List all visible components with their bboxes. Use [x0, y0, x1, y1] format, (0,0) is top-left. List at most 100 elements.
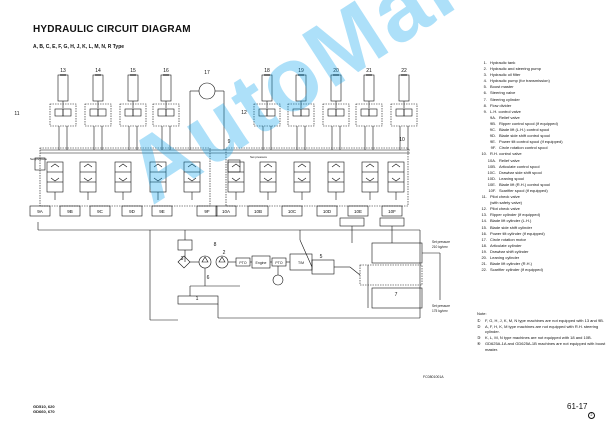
control-spool [46, 161, 64, 193]
flow-arrow [153, 177, 163, 182]
cylinder-label: 22 [401, 68, 407, 74]
pto-label: PTO [239, 261, 246, 265]
legend-item: 16.Power tilt cylinder (if equipped) [477, 231, 607, 237]
spool-label: 10B [254, 209, 262, 214]
callout-11: 11 [14, 111, 19, 117]
legend-item-number: 9C. [489, 127, 496, 133]
spool-label-box [247, 205, 269, 217]
legend-item-number: 9E. [489, 139, 496, 145]
spool-label: 10C [288, 209, 297, 214]
steering-valve-upper [371, 242, 423, 264]
steering-valve-lower [371, 287, 423, 309]
callout-5: 5 [320, 254, 323, 260]
pilot-check-valve [355, 103, 383, 127]
legend-item: 20.Leaning cylinder [477, 255, 607, 261]
legend-item-number: 10B. [487, 163, 496, 169]
note-text: K, L, M, N type machines are not equippe… [485, 335, 592, 341]
legend-item-number: 9F. [490, 145, 496, 151]
callout-6: 6 [207, 275, 210, 281]
callout-9: 9 [228, 139, 231, 145]
legend-item-number: 11. [481, 194, 487, 200]
callout-10: 10 [399, 137, 405, 143]
legend-item: 10F.Scarifier spool (if equipped) [477, 188, 607, 194]
legend-item: 10B.Articulate control spool [477, 164, 607, 170]
legend-item: 9D.Blade side shift control spool [477, 133, 607, 139]
legend-item-text: Blade lift cylinder (L.H.) [490, 218, 532, 224]
valve-element [89, 108, 99, 117]
legend-item-number: 16. [481, 230, 487, 236]
legend-item-text: Ripper cylinder (if equipped) [490, 212, 541, 218]
legend-item-text: Relief valve [499, 114, 520, 120]
legend-item-number: 4. [483, 78, 487, 84]
legend-item-number: 13. [481, 212, 487, 218]
valve-element [62, 108, 72, 117]
legend-item-text: Circle rotation motor [490, 236, 527, 242]
legend-item-text: Power tilt control spool (if equipped) [499, 139, 563, 145]
valve-element [165, 108, 175, 117]
spool-label: 9D [129, 209, 136, 214]
legend-item-text: Blade lift (L.H.) control spool [499, 127, 550, 133]
transmission-pump [272, 274, 284, 286]
cylinder-label: 19 [298, 68, 304, 74]
valve-element [266, 108, 276, 117]
legend-item-number: 9D. [489, 133, 496, 139]
steering-valve [359, 264, 423, 286]
spool-label: 9C [97, 209, 104, 214]
control-spool [293, 161, 311, 193]
pilot-check-valve [253, 103, 281, 127]
flow-arrow [187, 163, 197, 168]
flow-arrow [365, 177, 375, 182]
legend-item-number: 1. [483, 60, 487, 65]
legend-item-text: Steering valve [490, 90, 516, 96]
spool-label-box [196, 205, 218, 217]
note-text: F, G, H, J, K, M, N type machines are no… [485, 317, 604, 323]
flow-arrow [263, 177, 273, 182]
set-pressure-label: Set pressure [30, 157, 47, 161]
flow-arrow [365, 163, 375, 168]
spool-label-box [316, 205, 338, 217]
legend-item-text: R.H. control valve [490, 151, 522, 157]
legend-item-text: Articulate cylinder [490, 242, 522, 248]
valve-element [54, 108, 64, 117]
legend-item: 4.Hydraulic pump (for transmission) [477, 78, 607, 84]
flow-arrow [331, 177, 341, 182]
flow-arrow [118, 177, 128, 182]
cylinder-label: 13 [60, 68, 66, 74]
control-spool [114, 161, 132, 193]
note-marker: ① [477, 317, 481, 323]
page-circle-number: 2 [588, 412, 595, 419]
valve-element [258, 108, 268, 117]
lh-control-valve [39, 147, 211, 207]
legend-item: 9F.Circle rotation control spool [477, 145, 607, 151]
control-spool [227, 161, 245, 193]
legend-item-text: Relief valve [499, 157, 520, 163]
valve-element [403, 108, 413, 117]
legend-item-number: 21. [481, 261, 487, 267]
legend-item: 6.Steering valve [477, 90, 607, 96]
flow-arrow [391, 177, 401, 182]
cylinder-body [57, 74, 69, 102]
spool-label: 9F [204, 209, 210, 214]
legend-item: 13.Ripper cylinder (if equipped) [477, 212, 607, 218]
valve-element [157, 108, 167, 117]
legend-item: 9E.Power tilt control spool (if equipped… [477, 139, 607, 145]
cylinder-body [127, 74, 139, 102]
valve-element [360, 108, 370, 117]
legend-item-number: 10F. [488, 187, 496, 193]
legend-item-text: Leaning cylinder [490, 255, 520, 260]
flow-arrow [50, 163, 60, 168]
legend-item-number: 22. [481, 267, 487, 273]
flow-arrow [153, 163, 163, 168]
relief-valve [34, 157, 46, 171]
legend-item-number: 17. [481, 236, 487, 242]
legend-item-text: Hydraulic oil filter [490, 72, 521, 78]
legend-item-text: (with safety valve) [490, 200, 523, 206]
legend-item-number: 20. [481, 255, 487, 260]
control-spool [183, 161, 201, 193]
callout-7: 7 [395, 292, 398, 298]
transmission-label: T/M [298, 261, 304, 265]
model-line-2: GD660, 670 [33, 409, 55, 414]
flow-arrow [118, 163, 128, 168]
